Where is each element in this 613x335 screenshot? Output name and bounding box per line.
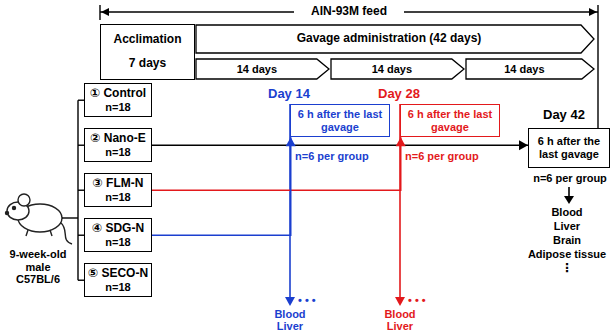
group-connector (152, 140, 528, 150)
group-box: ① Controln=18 (84, 83, 152, 117)
arrow-head (519, 140, 528, 150)
sampling-box: 6 h after the last gavage (528, 128, 610, 168)
period-arrow: 14 days (465, 58, 595, 80)
feed-label: AIN-93M feed (294, 5, 404, 19)
tissue-label: Blood (380, 308, 420, 321)
tissue-label: Adipose tissue (524, 248, 610, 261)
period-arrow: 14 days (330, 58, 465, 80)
tissue-label: Brain (524, 234, 610, 247)
arrow-head (286, 137, 296, 146)
day-label: Day 14 (268, 87, 310, 102)
node-subtitle: n=18 (105, 281, 130, 294)
continuation-dots: • • • (408, 294, 426, 307)
arrow-outline (331, 59, 464, 79)
stage-box: Acclimation 7 days (100, 24, 195, 80)
group-box: ② Nano-En=18 (84, 128, 152, 162)
animal-label: 9-week-old male C57BL/6 (2, 248, 74, 286)
group-box: ⑤ SECO-Nn=18 (84, 263, 152, 297)
continuation-dots: • • • (298, 294, 316, 307)
period-arrow: 14 days (195, 58, 330, 80)
continuation-dots: ⋮ (524, 262, 610, 276)
node-title: 6 h after the last gavage (533, 135, 605, 160)
node-title: 6 h after the last gavage (405, 108, 495, 133)
mouse-illustration (6, 194, 73, 244)
day-label: Day 28 (378, 87, 420, 102)
group-box: ④ SDG-Nn=18 (84, 218, 152, 252)
node-subtitle: 7 days (129, 57, 166, 71)
connector-line (152, 137, 401, 190)
tissue-label: Blood (270, 308, 310, 321)
sample-size: n=6 per group (295, 150, 369, 163)
tissue-label: Liver (270, 320, 310, 333)
node-title: Gavage administration (42 days) (297, 32, 482, 46)
tissue-label: Blood (524, 206, 610, 219)
group-connector (152, 137, 406, 190)
group-bracket (62, 217, 78, 218)
sampling-line-black (564, 187, 574, 204)
sampling-box: 6 h after the last gavage (290, 104, 390, 137)
node-title: 14 days (504, 63, 544, 76)
group-box: ③ FLM-Nn=18 (84, 173, 152, 207)
node-subtitle: n=18 (105, 146, 130, 159)
group-connector (152, 137, 296, 235)
node-subtitle: n=18 (105, 191, 130, 204)
node-subtitle: n=18 (105, 236, 130, 249)
node-title: 14 days (372, 63, 412, 76)
tissue-label: Liver (524, 220, 610, 233)
sample-size: n=6 per group (405, 150, 479, 163)
node-subtitle: n=18 (105, 101, 130, 114)
connector-line (152, 144, 528, 146)
node-title: Acclimation (113, 33, 181, 47)
node-title: ② Nano-E (90, 132, 146, 146)
node-title: ③ FLM-N (93, 177, 144, 191)
arrow-outline (196, 59, 329, 79)
tissue-label: Liver (380, 320, 420, 333)
node-title: 6 h after the last gavage (295, 108, 385, 133)
node-title: ① Control (90, 87, 146, 101)
node-title: ④ SDG-N (92, 222, 144, 236)
day-label: Day 42 (543, 108, 585, 123)
sampling-box: 6 h after the last gavage (400, 104, 500, 137)
node-title: 14 days (237, 63, 277, 76)
sample-size: n=6 per group (530, 172, 610, 185)
period-arrow: Gavage administration (42 days) (195, 24, 595, 54)
node-title: ⑤ SECO-N (88, 267, 148, 281)
arrow-outline (196, 25, 594, 53)
arrow-outline (466, 59, 594, 79)
arrow-head (396, 137, 406, 146)
connector-line (152, 137, 291, 235)
